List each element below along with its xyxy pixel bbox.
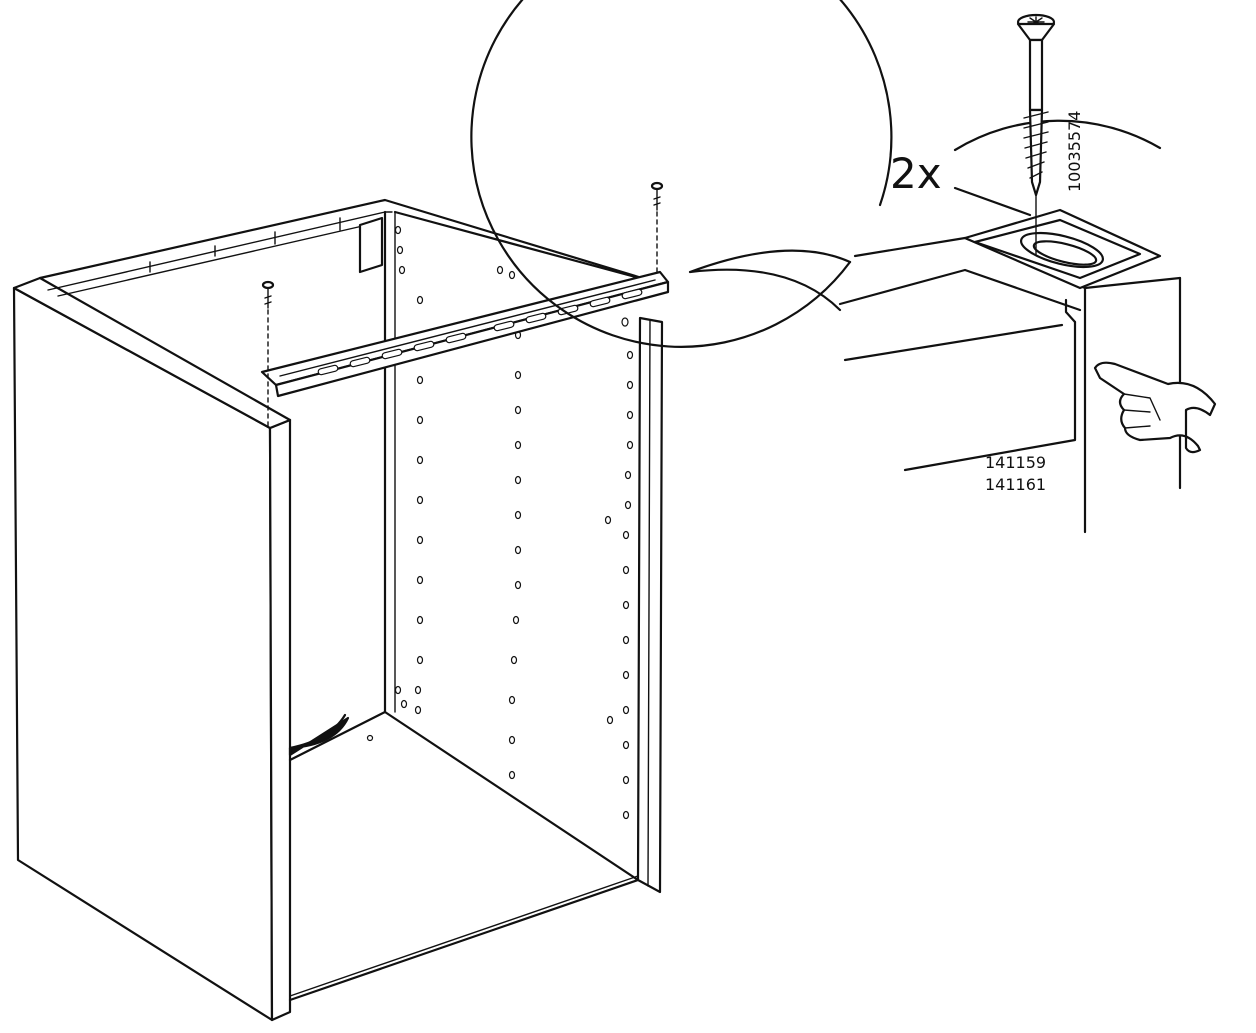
screw-icon xyxy=(650,181,664,273)
detail-callout: 2x 10035574 141159 141161 xyxy=(470,0,1217,534)
callout-pointer xyxy=(688,249,852,312)
left-panel-front-edge xyxy=(268,418,292,1022)
hole-column-right xyxy=(604,317,634,820)
hole-column-middle xyxy=(496,265,522,780)
panel-part-number-1: 141159 xyxy=(985,453,1046,472)
mounting-rail xyxy=(260,270,670,398)
back-panel-top-edge xyxy=(38,198,667,287)
screw-part-number: 10035574 xyxy=(1065,111,1084,192)
left-panel-top-edge xyxy=(12,276,292,430)
right-side-panel xyxy=(393,210,667,287)
screw-icon xyxy=(261,280,275,429)
magnifier-circle xyxy=(470,0,893,348)
quantity-label: 2x xyxy=(890,149,942,198)
right-panel-front-edge xyxy=(636,316,664,894)
pointing-hand-icon xyxy=(1093,361,1217,454)
panel-part-number-2: 141161 xyxy=(985,475,1046,494)
hole-column-left xyxy=(394,225,424,715)
bottom-panel xyxy=(288,710,640,1002)
screw-icon xyxy=(1016,13,1056,256)
rail-slots xyxy=(317,288,643,376)
base-cabinet-frame xyxy=(12,181,670,1022)
